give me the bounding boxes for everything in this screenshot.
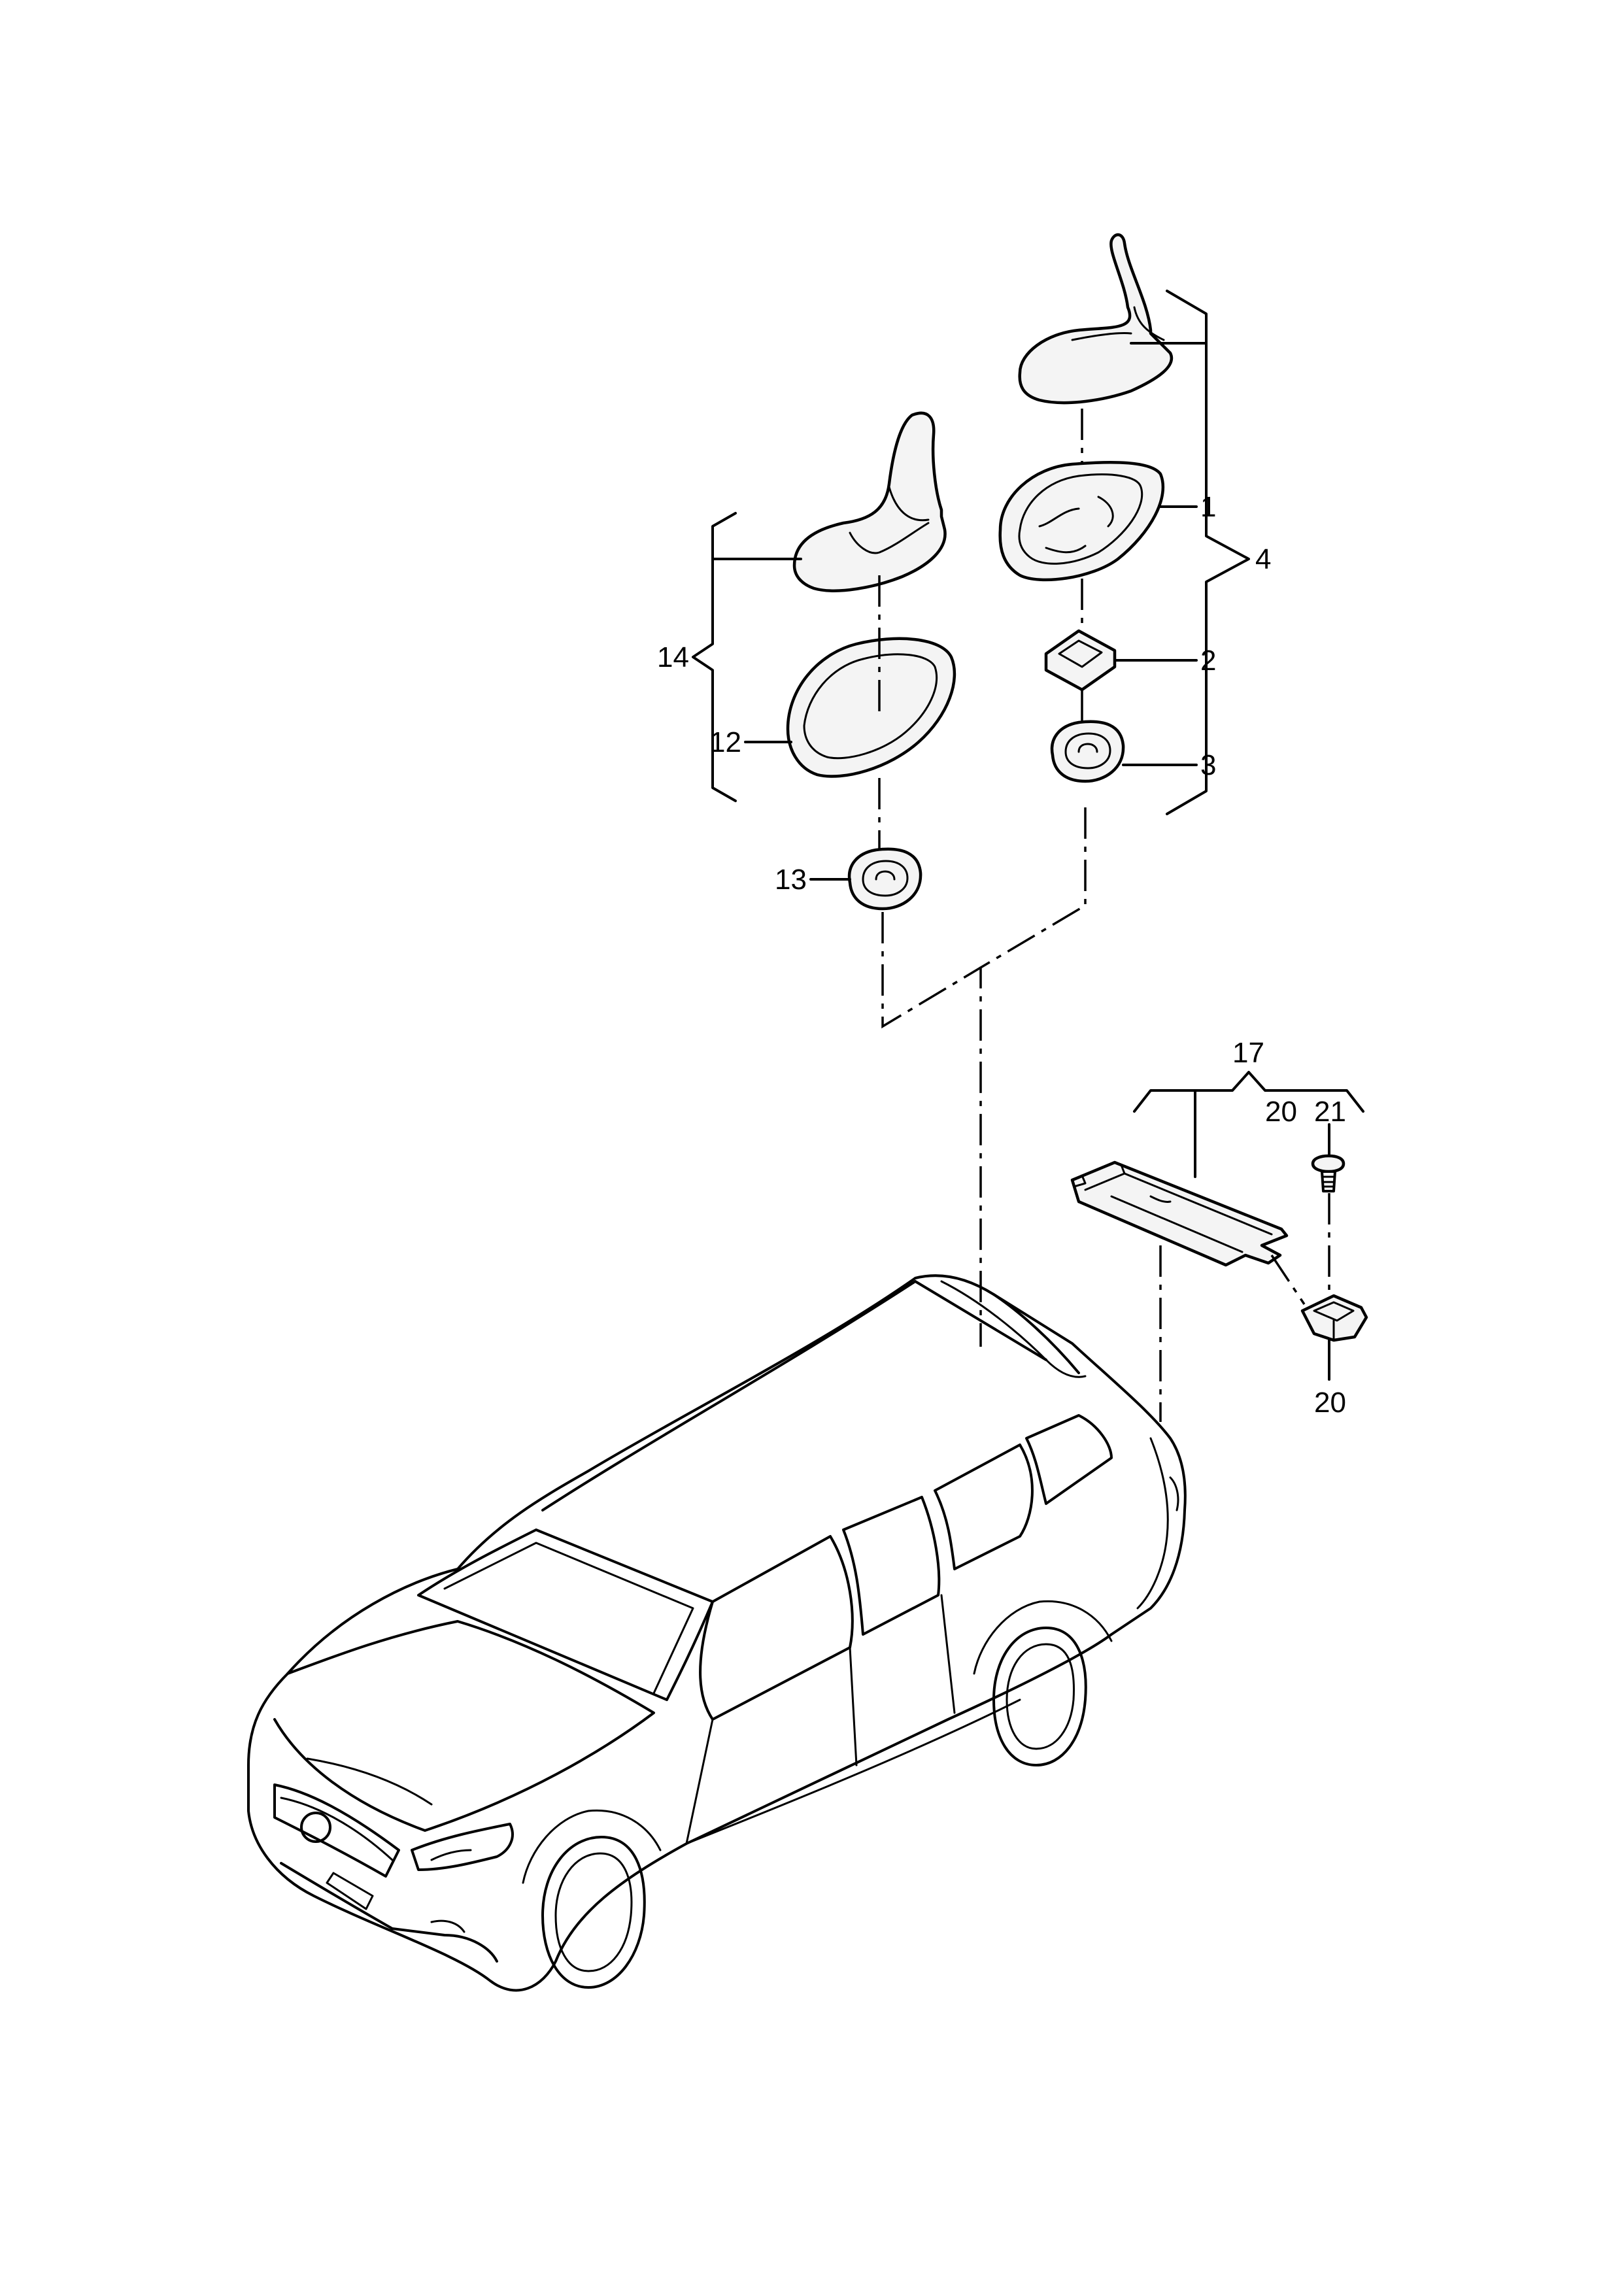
antenna-gasket-right[interactable] <box>1044 629 1117 692</box>
antenna-nut-left[interactable] <box>847 847 922 911</box>
antenna-cover-left[interactable] <box>792 411 947 592</box>
callout-13: 13 <box>775 864 807 896</box>
callout-4: 4 <box>1255 543 1271 575</box>
antenna-cover-right[interactable] <box>1018 233 1174 405</box>
callout-12: 12 <box>709 726 741 758</box>
antenna-seal-left[interactable] <box>786 637 956 778</box>
assembly-lines <box>878 409 1330 1422</box>
callout-2: 2 <box>1200 645 1216 677</box>
antenna-nut-right[interactable] <box>1050 720 1125 783</box>
callout-20-top: 20 <box>1265 1096 1297 1128</box>
antenna-amplifier-module[interactable] <box>1070 1160 1289 1267</box>
callout-17: 17 <box>1232 1037 1264 1069</box>
antenna-seal-right[interactable] <box>998 460 1165 582</box>
callout-20-bottom: 20 <box>1314 1387 1346 1419</box>
callout-14: 14 <box>657 641 689 673</box>
callout-leaders <box>692 290 1364 1381</box>
vehicle-illustration <box>247 1274 1187 1992</box>
callout-21: 21 <box>1314 1096 1346 1128</box>
clip-nut-20[interactable] <box>1300 1294 1368 1342</box>
callout-1: 1 <box>1200 491 1216 523</box>
screw-21[interactable] <box>1311 1154 1345 1192</box>
callout-3: 3 <box>1200 749 1216 781</box>
